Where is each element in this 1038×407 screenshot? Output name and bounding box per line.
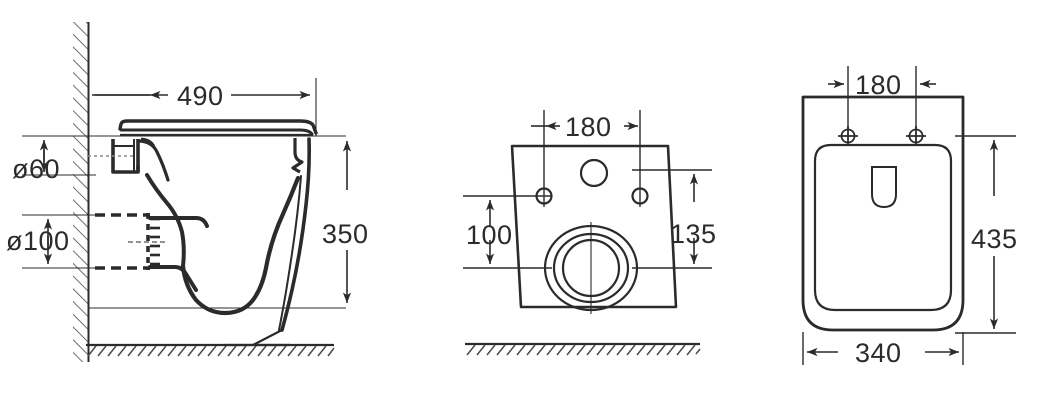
dimension-350: 350 bbox=[322, 141, 369, 303]
rear-view-group: 180 100 135 bbox=[463, 110, 717, 356]
flush-inlet-socket bbox=[111, 137, 170, 182]
rear-view-body-outline bbox=[510, 144, 678, 309]
plan-dimension-435: 435 bbox=[971, 140, 1018, 329]
dimension-d60-label: ø60 bbox=[12, 154, 60, 184]
dimension-d100-label: ø100 bbox=[6, 226, 70, 256]
plan-dimension-340-label: 340 bbox=[855, 338, 902, 368]
plan-dimension-180: 180 bbox=[828, 70, 936, 100]
soil-outlet-hidden-detail bbox=[95, 213, 168, 270]
rear-view-floor-hatching bbox=[465, 342, 701, 356]
plan-view-outer-outline bbox=[801, 95, 965, 332]
rear-dimension-100-label: 100 bbox=[466, 220, 513, 250]
dimension-490: 490 bbox=[92, 81, 310, 111]
dimension-d100: ø100 bbox=[6, 219, 70, 264]
plan-view-group: 180 435 340 bbox=[801, 66, 1018, 368]
plan-view-extension-lines bbox=[802, 66, 1016, 365]
floor-hatching bbox=[86, 343, 335, 357]
rear-dimension-100: 100 bbox=[466, 200, 513, 264]
rear-dimension-180: 180 bbox=[531, 112, 638, 142]
bowl-outer-profile bbox=[180, 175, 301, 316]
plan-dimension-180-label: 180 bbox=[855, 70, 902, 100]
dimension-d60: ø60 bbox=[12, 140, 60, 184]
dimension-350-label: 350 bbox=[322, 219, 369, 249]
toilet-seat-profile bbox=[118, 119, 318, 137]
plan-dimension-340: 340 bbox=[807, 338, 959, 368]
bowl-internal-profile bbox=[145, 173, 209, 292]
plan-view-inner-rim bbox=[813, 143, 953, 312]
rear-dimension-135-label: 135 bbox=[670, 219, 717, 249]
side-view-group: 490 ø60 ø100 350 bbox=[6, 22, 369, 362]
plan-view-flush-tongue bbox=[871, 166, 897, 209]
wall-hatching bbox=[73, 22, 90, 362]
dimension-490-label: 490 bbox=[177, 81, 224, 111]
rear-dimension-135: 135 bbox=[670, 174, 717, 264]
rear-dimension-180-label: 180 bbox=[565, 112, 612, 142]
plan-dimension-435-label: 435 bbox=[971, 224, 1018, 254]
pan-rear-wall-profile bbox=[252, 137, 311, 346]
rear-view-flush-inlet-hole bbox=[579, 158, 609, 188]
